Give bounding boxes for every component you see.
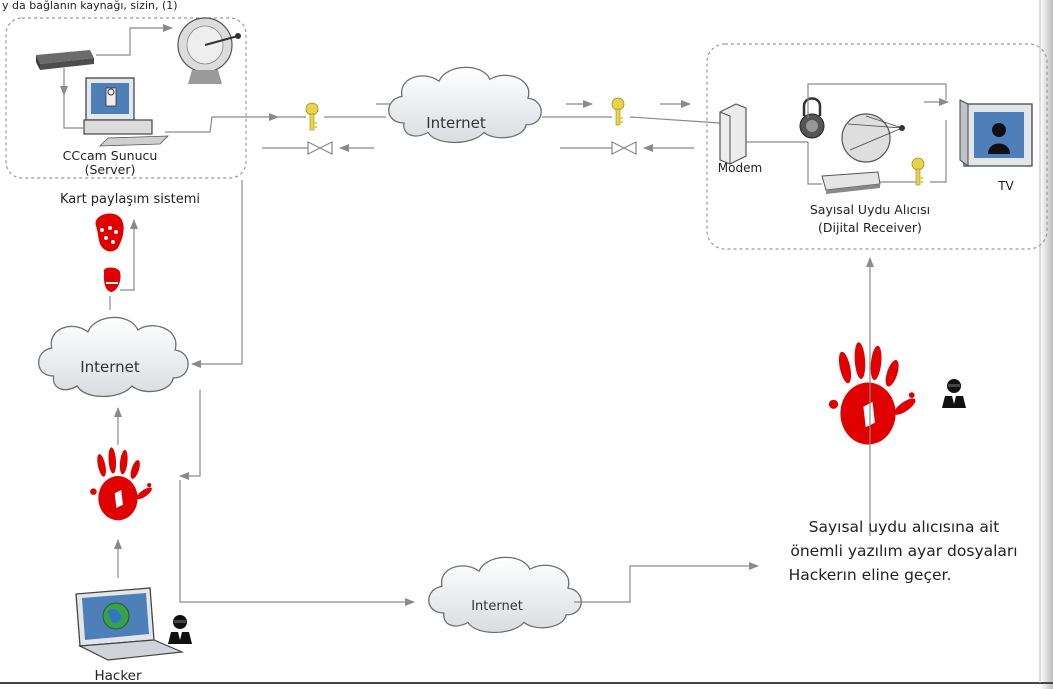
device-to-computer-line-2: [63, 95, 84, 129]
key-icon-2: [611, 97, 625, 126]
receiver-sub-label: (Dijital Receiver): [818, 220, 922, 235]
device-to-dish-line: [96, 24, 173, 56]
key-to-modem-line: [629, 116, 721, 124]
note-line-2: önemli yazılım ayar dosyaları: [790, 542, 1017, 560]
note-line-1: Sayısal uydu alıcısına ait: [809, 518, 1000, 536]
server-group-box: [5, 17, 247, 179]
server-to-left-cloud-line: [191, 180, 243, 368]
hacker-icon-left: [168, 615, 192, 644]
hacker-label: Hacker: [94, 668, 141, 684]
server-computer-icon: [83, 77, 169, 147]
internet-cloud-left-label: Internet: [80, 358, 140, 376]
receiver-to-tv-top-line: [807, 83, 947, 118]
computer-out-line: [165, 116, 248, 133]
footprint-icon-large: [95, 213, 124, 252]
frame-shadow-right: [1040, 0, 1053, 689]
key-icon-1: [305, 102, 319, 131]
receiver-group-box: [706, 43, 1048, 250]
receiver-dish-icon: [821, 113, 905, 194]
internet-cloud-bottom-label: Internet: [471, 599, 523, 614]
tv-icon: [959, 99, 1033, 167]
key-to-tv-line: [930, 120, 947, 183]
modem-label: Modem: [718, 161, 762, 175]
bowtie-1: [307, 141, 333, 155]
tv-label: TV: [997, 179, 1014, 193]
down-to-bottom-line: [179, 480, 234, 603]
internet-cloud-bottom: [428, 556, 582, 634]
internet-cloud-left: [37, 316, 189, 398]
key-icon-3: [911, 157, 925, 186]
note-line-3: Hackerın eline geçer.: [789, 566, 952, 584]
left-cloud-down-line: [179, 390, 201, 480]
internet-cloud-top-label: Internet: [426, 114, 486, 132]
footprint-icon-small: [103, 267, 121, 292]
receiver-bottom-line: [807, 142, 822, 185]
modem-icon: [719, 103, 747, 165]
red-hand-icon-right: [828, 341, 918, 445]
receiver-label: Sayısal Uydu Alıcısı: [810, 202, 930, 217]
server-device-icon: [36, 50, 94, 70]
laptop-icon: [75, 587, 185, 661]
padlock-icon: [799, 97, 825, 139]
server-label: CCcam Sunucu: [63, 148, 158, 163]
bottom-cloud-to-note-arrow: [574, 562, 759, 603]
server-sub-label: (Server): [85, 162, 136, 177]
card-sharing-label: Kart paylaşım sistemi: [60, 192, 200, 207]
header-text: y da bağlanın kaynağı, sizin, (1): [2, 0, 178, 12]
hacker-icon-right: [942, 379, 966, 408]
footprint-up-arrow: [120, 219, 138, 291]
satellite-dish-icon: [177, 17, 241, 84]
red-hand-icon-left: [90, 447, 154, 521]
bowtie-2: [611, 141, 637, 155]
